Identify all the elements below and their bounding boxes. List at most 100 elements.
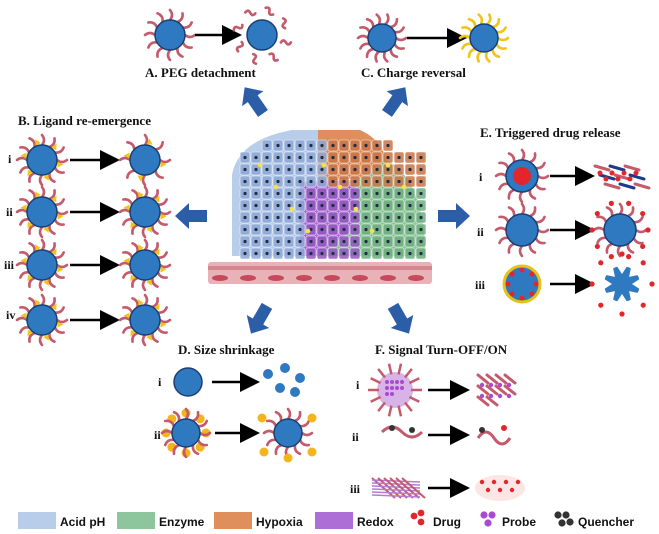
small-particle [263,369,273,379]
panel-c-nanoparticle-after [458,13,510,63]
nanoparticle-core [129,144,161,176]
peg-chain [19,198,31,206]
ligand-icon [35,299,41,306]
nanoparticle-dot [273,184,279,190]
cell-nucleus [243,179,247,184]
cell-nucleus [353,143,357,148]
drug-dot [619,251,625,257]
peg-chain [122,326,134,334]
panel-a-title: A. PEG detachment [145,65,256,80]
peg-chain [498,182,510,191]
peg-chain [158,263,172,269]
peg-chain [143,133,149,147]
cell-nucleus [397,203,401,208]
nanosheet-fiber [389,477,414,499]
peg-chain [53,166,65,174]
drug-dot [597,170,603,176]
signal-dot [515,479,521,485]
signal-dot [491,479,497,485]
cell-nucleus [386,179,390,184]
peg-chain [15,261,29,267]
pore-gate [629,291,640,302]
red-blood-cell [240,275,256,281]
peg-chain [38,278,44,292]
cell-nucleus [331,215,335,220]
peg-chain [28,223,36,235]
peg-chain [467,47,477,59]
drug-dots-icon [417,509,425,517]
red-blood-cell [352,275,368,281]
ligand-icon [20,152,27,159]
probe-dot [395,386,399,390]
cell-nucleus [265,227,269,232]
peg-chain [596,236,608,245]
panel-b-row-4-before [15,293,69,347]
cell-nucleus [397,179,401,184]
peg-chain [19,251,31,259]
cell-nucleus [375,251,379,256]
cell-nucleus [342,251,346,256]
red-blood-cell [268,275,284,281]
peg-chain [53,306,65,314]
cell-nucleus [386,167,390,172]
peg-chain [293,410,302,423]
ligand-icon [138,299,144,306]
drug-cluster-icon [513,167,531,185]
small-particle [280,363,290,373]
peg-chain [168,8,174,22]
cell-nucleus [342,155,346,160]
ligand-icon [27,274,34,282]
drug-dot [626,200,632,206]
peg-chain [19,218,31,226]
nanoparticle-dot [305,228,311,234]
ligand-icon [35,244,41,251]
cell-nucleus [342,167,346,172]
cell-nucleus [397,251,401,256]
cell-nucleus [265,203,269,208]
ligand-icon [57,213,64,220]
peg-chain [498,161,510,170]
cell-nucleus [331,155,335,160]
cell-nucleus [320,179,324,184]
drug-dot [594,210,600,217]
cell-nucleus [375,239,379,244]
peg-chain [496,36,510,42]
peg-chain [131,331,139,343]
probe-dot [400,380,404,384]
cell-nucleus [342,203,346,208]
peg-chain [518,190,524,204]
peg-chain [191,410,200,423]
peg-chain [48,171,56,183]
cell-nucleus [397,155,401,160]
ligand-icon [43,334,49,341]
cell-nucleus [276,251,280,256]
peg-chain [163,438,176,447]
quencher-dot [389,425,395,431]
probe-dot [479,382,485,388]
cell-nucleus [419,155,423,160]
drug-dot [533,281,539,287]
nanoparticle-dot [369,228,375,234]
legend-swatch-acid-ph [18,512,56,529]
cell-nucleus [287,239,291,244]
peg-chain [126,169,136,179]
cell-nucleus [353,215,357,220]
peg-chain [196,419,209,428]
peg-chain [19,146,31,154]
panel-a-detached-peg [232,6,293,65]
peg-chain [48,223,56,235]
cell-nucleus [309,215,313,220]
legend-swatch-enzyme [117,512,155,529]
polymer-fragment [476,395,490,407]
cell-nucleus [364,143,368,148]
peg-chain [494,172,508,178]
probe-dot [385,392,389,396]
polymer-fragment [618,182,636,190]
peg-chain [485,13,492,26]
panel-b-row-iv-label: iv [6,308,16,322]
nanosheet-fiber [371,491,421,495]
peg-chain [48,189,56,201]
polymer-fragment [633,182,651,190]
ligand-icon [57,161,64,168]
ligand-icon [146,334,152,341]
